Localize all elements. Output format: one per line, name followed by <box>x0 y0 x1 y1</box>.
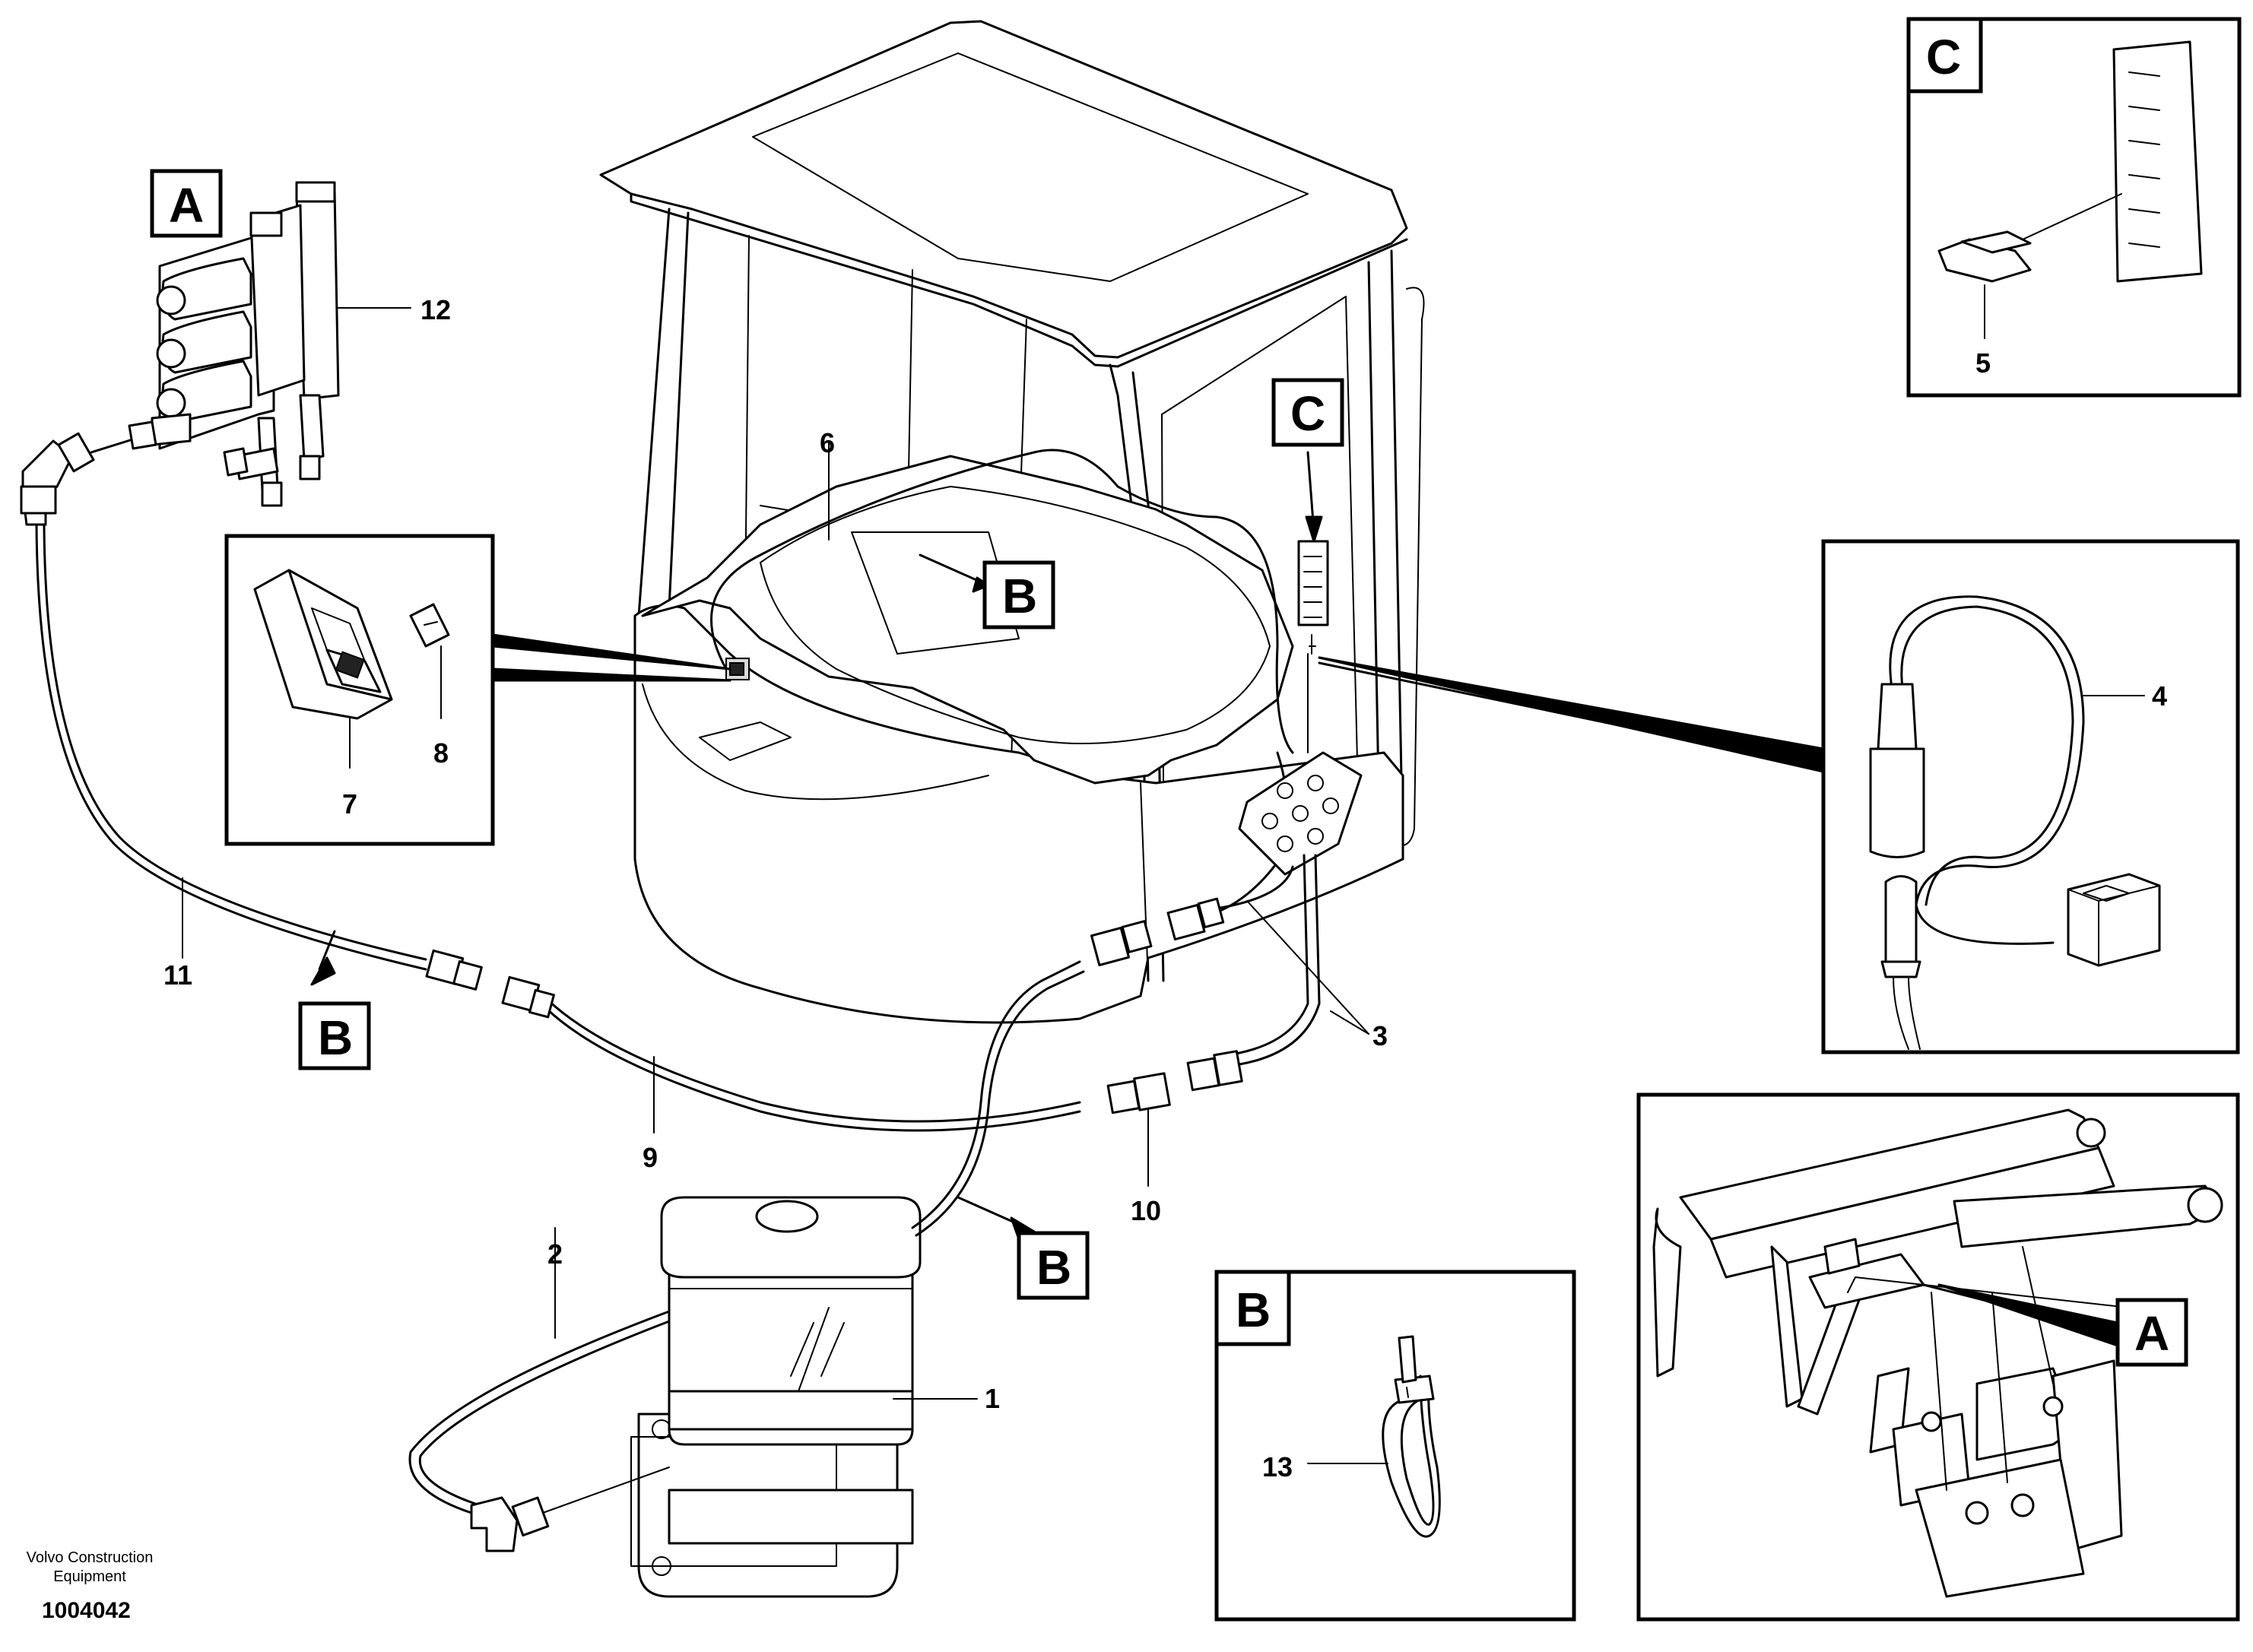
tag-b-bottom: B <box>1017 1231 1090 1300</box>
leader-lines <box>182 307 2145 1464</box>
tag-a-detail-label: A <box>2134 1306 2169 1361</box>
tag-a-main-label: A <box>169 178 204 233</box>
callout-6: 6 <box>820 427 835 458</box>
callout-1: 1 <box>985 1383 1000 1414</box>
lubrication-distributor <box>90 181 340 507</box>
connector-plate <box>1238 751 1363 876</box>
operator-cab <box>599 20 1425 1024</box>
callout-8: 8 <box>433 737 449 769</box>
tag-a-detail: A <box>2115 1298 2188 1367</box>
callout-10: 10 <box>1131 1195 1161 1226</box>
cable-tie-detail-box <box>1214 1270 1576 1622</box>
tag-b-left: B <box>298 1001 371 1070</box>
tag-c-cab: C <box>1271 378 1344 447</box>
company-name-line2: Equipment <box>53 1568 126 1585</box>
callout-12: 12 <box>420 294 451 325</box>
drawing-number: 1004042 <box>42 1598 131 1623</box>
callout-4: 4 <box>2152 680 2167 712</box>
tag-a-main: A <box>150 169 223 238</box>
callout-7: 7 <box>342 788 357 820</box>
callout-3: 3 <box>1372 1020 1388 1051</box>
cab-fuse-panel <box>1297 540 1329 655</box>
tag-c-detail-label: C <box>1926 30 1961 84</box>
switch-detail-box <box>224 534 495 846</box>
callout-9: 9 <box>643 1142 658 1173</box>
fuse-detail-box <box>1906 17 2242 398</box>
callout-2: 2 <box>547 1238 563 1270</box>
callout-11: 11 <box>163 959 192 991</box>
tag-b-detail-label: B <box>1236 1283 1271 1337</box>
callout-13: 13 <box>1262 1451 1293 1482</box>
sensor-detail-box <box>1821 539 2240 1054</box>
tag-c-cab-label: C <box>1290 386 1325 441</box>
tag-b-seat: B <box>982 560 1055 629</box>
lubrication-hoses <box>35 523 1321 1517</box>
callout-5: 5 <box>1975 347 1991 379</box>
hose-couplings <box>20 432 1243 1552</box>
tag-b-bottom-label: B <box>1036 1240 1071 1295</box>
lubrication-pump <box>630 1196 922 1598</box>
tag-b-seat-label: B <box>1002 569 1037 623</box>
tag-b-left-label: B <box>318 1010 353 1065</box>
company-name-line1: Volvo Construction <box>27 1549 154 1566</box>
